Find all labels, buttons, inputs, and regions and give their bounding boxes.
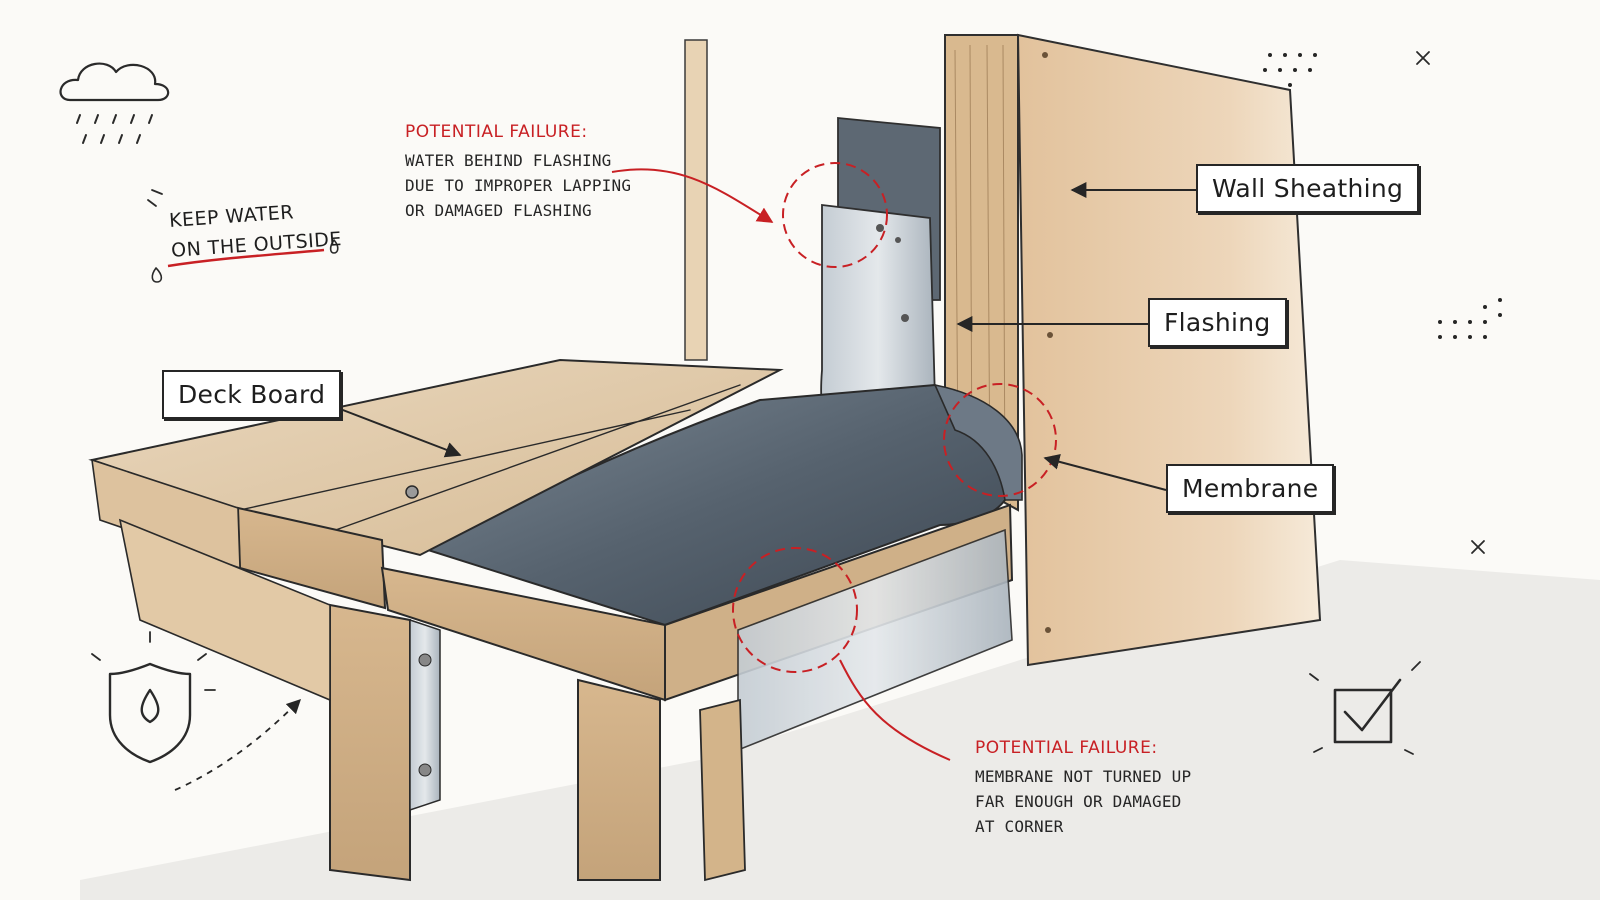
label-flashing: Flashing bbox=[1148, 298, 1287, 347]
joist-left-side bbox=[118, 518, 331, 702]
label-membrane: Membrane bbox=[1166, 464, 1335, 513]
failure-note-line: far enough or damaged bbox=[975, 792, 1182, 811]
deck-screw bbox=[405, 485, 419, 499]
ledger-end-block bbox=[699, 698, 746, 882]
wall-sheathing-panel bbox=[1016, 33, 1322, 667]
failure-note-membrane: Potential Failure: Membrane not turned u… bbox=[975, 738, 1191, 839]
slogan-underline bbox=[167, 248, 325, 268]
arrow-membrane bbox=[1043, 453, 1167, 491]
failure-note-line: Membrane not turned up bbox=[975, 767, 1192, 786]
joist-post-right bbox=[577, 678, 661, 881]
slogan-sparkle bbox=[147, 189, 163, 207]
hanger-bolts bbox=[418, 653, 432, 777]
water-drop-icon-small bbox=[329, 239, 339, 254]
close-mark-icon-lower bbox=[1471, 540, 1485, 554]
ground-shadow bbox=[80, 560, 1600, 900]
label-wall-sheathing: Wall Sheathing bbox=[1196, 164, 1420, 213]
close-mark-icon bbox=[1416, 51, 1430, 65]
failure-note-line: at corner bbox=[975, 817, 1064, 836]
wall-stud bbox=[944, 34, 1019, 512]
label-deck-board: Deck Board bbox=[162, 370, 342, 419]
failure-circle-membrane-corner bbox=[943, 383, 1057, 497]
flashing-fasteners bbox=[876, 224, 909, 322]
slogan: Keep water on the outside bbox=[168, 194, 343, 266]
failure-note-line: or damaged flashing bbox=[405, 201, 592, 220]
failure-note-line: Water behind flashing bbox=[405, 151, 612, 170]
shield-dashed-arrow bbox=[174, 698, 302, 791]
arrow-deck-board bbox=[321, 401, 462, 458]
decorative-dots-right bbox=[1438, 298, 1502, 339]
failure-leader-top bbox=[611, 168, 774, 223]
membrane-upturn bbox=[933, 383, 1023, 501]
failure-note-title: Potential Failure: bbox=[975, 738, 1158, 758]
decorative-dots-top bbox=[1263, 53, 1317, 87]
rain-cloud-icon bbox=[59, 62, 170, 144]
failure-note-line: due to improper lapping bbox=[405, 176, 632, 195]
joist-post-left bbox=[329, 603, 411, 882]
water-shield-icon bbox=[91, 631, 216, 764]
failure-note-flashing: Potential Failure: Water behind flashing… bbox=[405, 122, 631, 223]
failure-note-title: Potential Failure: bbox=[405, 122, 588, 142]
joist-hanger bbox=[409, 618, 441, 812]
failure-circle-flashing bbox=[782, 162, 888, 268]
failure-circle-membrane-edge bbox=[732, 547, 858, 673]
failure-leader-bottom bbox=[839, 659, 951, 761]
water-drop-icon bbox=[151, 267, 163, 283]
checkbox-check-icon bbox=[1309, 661, 1421, 755]
background-stud bbox=[684, 39, 708, 361]
sheathing-nails bbox=[1042, 52, 1053, 633]
deck-board-seams bbox=[239, 384, 741, 533]
